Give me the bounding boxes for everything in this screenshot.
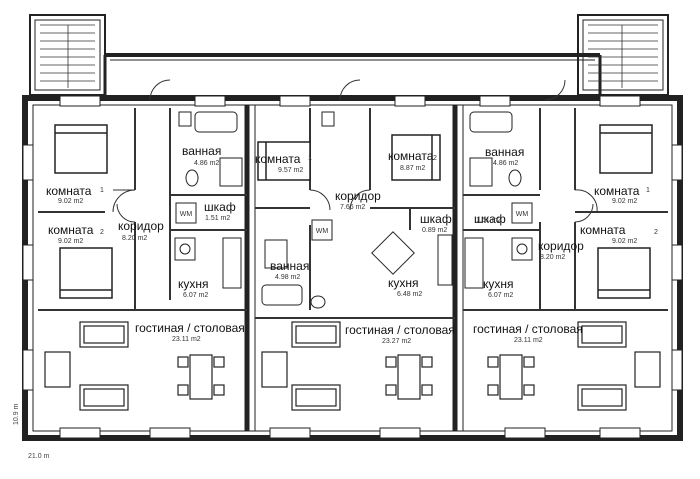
door-swings	[112, 79, 598, 223]
room-name: комната	[594, 184, 640, 198]
staircase-right	[588, 24, 658, 88]
room-area: 7.66 m2	[340, 204, 365, 211]
room-name: кухня	[178, 277, 209, 291]
kitchen-counters	[174, 231, 533, 289]
room-name: коридор	[538, 239, 584, 253]
room-area: 23.27 m2	[382, 338, 411, 345]
room-area: 0.89 m2	[422, 227, 447, 234]
balcony-strip	[29, 14, 669, 100]
washer-label-left: WM	[180, 211, 193, 218]
room-area: 9.02 m2	[612, 238, 637, 245]
bathroom-fixtures	[178, 111, 522, 309]
room-name: комната	[46, 184, 92, 198]
room-area: 9.02 m2	[58, 238, 83, 245]
room-area: 6.07 m2	[183, 292, 208, 299]
room-name: комната	[580, 223, 626, 237]
room-name: гостиная / столовая	[345, 323, 455, 337]
room-name: гостиная / столовая	[135, 321, 245, 335]
room-area: 9.02 m2	[58, 198, 83, 205]
interior-walls	[38, 108, 668, 319]
room-suffix: 2	[433, 155, 437, 162]
height-dimension: 10.9 m	[13, 403, 20, 425]
room-area: 23.11 m2	[172, 336, 201, 343]
room-area: 4.86 m2	[493, 160, 518, 167]
room-area: 4.86 m2	[194, 160, 219, 167]
room-area: 8.20 m2	[540, 254, 565, 261]
room-area: 6.07 m2	[488, 292, 513, 299]
room-name: шкаф	[474, 212, 506, 226]
room-name: гостиная / столовая	[473, 322, 583, 336]
room-name: ванная	[182, 144, 221, 158]
room-area: 6.48 m2	[397, 291, 422, 298]
room-area: 1.51 m2	[205, 215, 230, 222]
washer-label-right: WM	[516, 211, 529, 218]
room-area: 9.02 m2	[612, 198, 637, 205]
room-suffix: 2	[654, 229, 658, 236]
living-furniture	[44, 321, 661, 411]
room-area: 23.11 m2	[514, 337, 543, 344]
staircase-left	[40, 24, 95, 88]
washing-machines	[175, 202, 533, 241]
room-area: 8.20 m2	[122, 235, 147, 242]
room-name: кухня	[483, 277, 514, 291]
room-name: кухня	[388, 276, 419, 290]
bed-furniture	[54, 124, 653, 299]
room-name: комната	[388, 149, 434, 163]
room-area: 9.57 m2	[278, 167, 303, 174]
room-name: комната	[255, 152, 301, 166]
windows	[22, 95, 683, 439]
room-suffix: 1	[308, 155, 312, 162]
room-name: шкаф	[420, 212, 452, 226]
room-area: 4.98 m2	[275, 274, 300, 281]
party-walls	[244, 105, 464, 431]
room-suffix: 1	[646, 187, 650, 194]
room-name: ванная	[270, 259, 309, 273]
room-name: ванная	[485, 145, 524, 159]
room-suffix: 2	[100, 229, 104, 236]
room-name: коридор	[335, 189, 381, 203]
room-area: 8.87 m2	[400, 165, 425, 172]
width-dimension: 21.0 m	[28, 453, 50, 460]
washer-label-middle: WM	[316, 228, 329, 235]
room-area: 1.51 m2	[476, 217, 501, 224]
room-name: шкаф	[204, 200, 236, 214]
room-name: коридор	[118, 219, 164, 233]
room-name: комната	[48, 223, 94, 237]
room-suffix: 1	[100, 187, 104, 194]
